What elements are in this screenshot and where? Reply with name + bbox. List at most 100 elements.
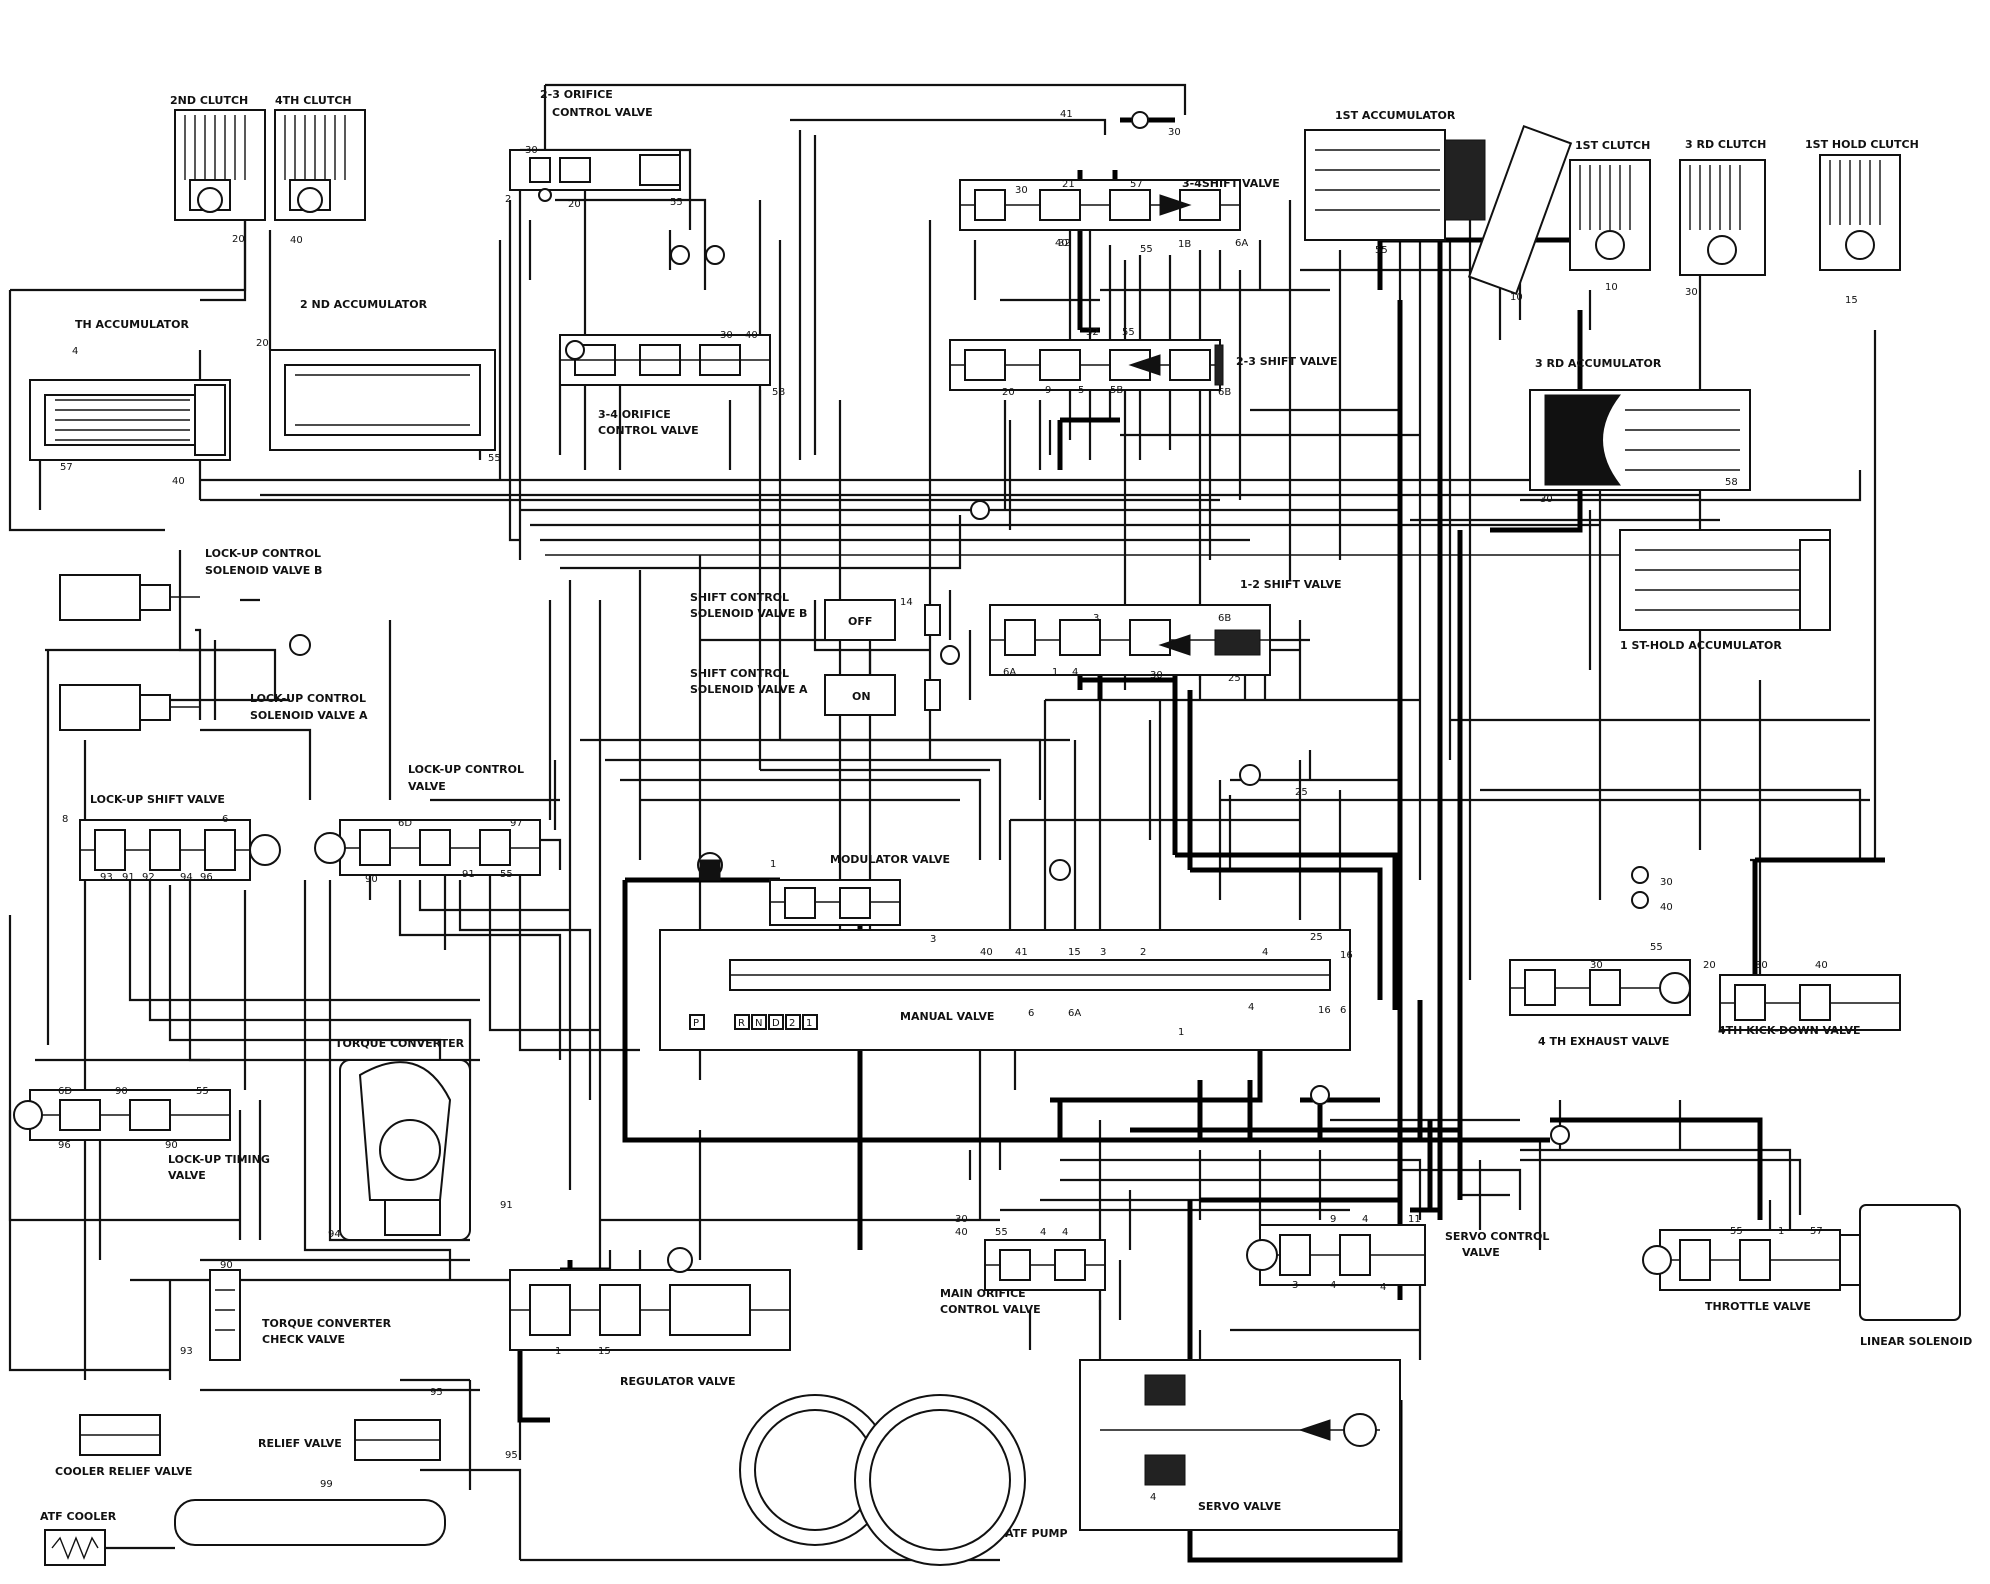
servo-control-valve bbox=[1246, 1224, 1426, 1286]
port-number: 5B bbox=[772, 387, 785, 398]
port-number: 40 bbox=[1055, 238, 1068, 249]
linear-solenoid bbox=[1839, 1204, 1961, 1321]
port-number: 30 bbox=[955, 1214, 968, 1225]
port-number: 40 bbox=[745, 330, 758, 341]
label-lockup-a: LOCK-UP CONTROL bbox=[250, 692, 366, 705]
port-number: 30 bbox=[720, 330, 733, 341]
port-number: 14 bbox=[900, 597, 913, 608]
orifice-34-control-valve bbox=[559, 334, 771, 386]
label-linear-solenoid: LINEAR SOLENOID bbox=[1860, 1335, 1972, 1348]
label-first-clutch: 1ST CLUTCH bbox=[1575, 139, 1650, 152]
port-number: 40 bbox=[290, 235, 303, 246]
label-atf-cooler: ATF COOLER bbox=[40, 1510, 117, 1523]
shift-solenoid-b bbox=[824, 599, 941, 641]
manual-pos-n: N bbox=[755, 1018, 762, 1029]
port-number: 20 bbox=[568, 199, 581, 210]
manual-pos-d: D bbox=[772, 1018, 780, 1029]
port-number: 32 bbox=[1086, 327, 1099, 338]
port-number: 3 bbox=[1292, 1280, 1298, 1291]
port-number: 93 bbox=[100, 872, 113, 883]
manual-pos-1: 1 bbox=[806, 1018, 812, 1029]
port-number: 20 bbox=[256, 338, 269, 349]
servo-valve bbox=[1079, 1359, 1401, 1531]
tc-check-valve bbox=[209, 1269, 241, 1361]
label-servo-control: SERVO CONTROL bbox=[1445, 1230, 1549, 1243]
label-orifice-34-b: CONTROL VALVE bbox=[598, 424, 699, 437]
port-number: 10 bbox=[1605, 282, 1618, 293]
port-number: 15 bbox=[598, 1346, 611, 1357]
fourth-kickdown-valve bbox=[1719, 974, 1901, 1031]
label-exhaust-4th: 4 TH EXHAUST VALVE bbox=[1538, 1035, 1669, 1048]
port-number: 6B bbox=[1218, 387, 1231, 398]
port-number: 55 bbox=[1140, 244, 1153, 255]
lockup-solenoid-a bbox=[59, 684, 200, 731]
port-number: 4 bbox=[1262, 947, 1268, 958]
shift-solenoid-a bbox=[824, 674, 941, 716]
label-tc-check-b: CHECK VALVE bbox=[262, 1333, 345, 1346]
port-number: 92 bbox=[142, 872, 155, 883]
port-number: 55 bbox=[196, 1086, 209, 1097]
second-clutch bbox=[174, 109, 266, 221]
port-number: 30 bbox=[1150, 670, 1163, 681]
port-number: 8 bbox=[62, 814, 68, 825]
port-number: 4 bbox=[1150, 1492, 1156, 1503]
port-number: 20 bbox=[1703, 960, 1716, 971]
label-orifice-23-b: CONTROL VALVE bbox=[552, 106, 653, 119]
port-number: 15 bbox=[1845, 295, 1858, 306]
port-number: 96 bbox=[200, 872, 213, 883]
port-number: 4 bbox=[1330, 1280, 1336, 1291]
port-number: 90 bbox=[165, 1140, 178, 1151]
second-accumulator bbox=[269, 349, 496, 451]
label-shift-23: 2-3 SHIFT VALVE bbox=[1236, 355, 1338, 368]
port-number: 55 bbox=[488, 453, 501, 464]
label-tc-check: TORQUE CONVERTER bbox=[262, 1317, 392, 1330]
component-labels: 2ND CLUTCH 4TH CLUTCH TH ACCUMULATOR 2 N… bbox=[40, 88, 1972, 1540]
port-number: 1 bbox=[770, 859, 776, 870]
port-number: 4 bbox=[1380, 1282, 1386, 1293]
port-number: 55 bbox=[1650, 942, 1663, 953]
port-number: 32 bbox=[1058, 238, 1071, 249]
atf-pump bbox=[739, 1394, 1026, 1566]
atf-cooler bbox=[44, 1499, 446, 1566]
port-number: 1 bbox=[1178, 1027, 1184, 1038]
orifice-23-control-valve bbox=[509, 149, 681, 202]
port-number: 30 bbox=[1660, 877, 1673, 888]
label-first-hold-clutch: 1ST HOLD CLUTCH bbox=[1805, 138, 1919, 151]
label-atf-pump: ATF PUMP bbox=[1005, 1527, 1068, 1540]
port-number: 41 bbox=[1060, 109, 1073, 120]
port-number: 6A bbox=[1003, 667, 1016, 678]
label-lockup-b2: SOLENOID VALVE B bbox=[205, 564, 322, 577]
port-number: 90 bbox=[220, 1260, 233, 1271]
label-second-clutch: 2ND CLUTCH bbox=[170, 94, 248, 107]
manual-pos-p: P bbox=[693, 1018, 699, 1029]
port-number: 6D bbox=[58, 1086, 72, 1097]
third-accumulator bbox=[1529, 389, 1751, 491]
label-lockup-timing-b: VALVE bbox=[168, 1169, 206, 1182]
port-number: 55 bbox=[670, 197, 683, 208]
manual-pos-2: 2 bbox=[789, 1018, 795, 1029]
port-numbers: 20 40 20 4 57 40 55 30 2 20 55 30 21 57 … bbox=[58, 109, 1858, 1503]
port-number: 30 bbox=[1685, 287, 1698, 298]
label-lockup-control-b: VALVE bbox=[408, 780, 446, 793]
port-number: 3 bbox=[1100, 947, 1106, 958]
port-number: 40 bbox=[1815, 960, 1828, 971]
label-orifice-23: 2-3 ORIFICE bbox=[540, 88, 613, 101]
port-number: 57 bbox=[60, 462, 73, 473]
label-shift-sol-a2: SOLENOID VALVE A bbox=[690, 683, 808, 696]
label-main-orifice-b: CONTROL VALVE bbox=[940, 1303, 1041, 1316]
lockup-control-valve bbox=[314, 819, 541, 876]
first-hold-accumulator bbox=[1619, 529, 1831, 631]
fourth-exhaust-valve bbox=[1509, 959, 1691, 1016]
label-main-orifice: MAIN ORIFICE bbox=[940, 1287, 1026, 1300]
label-kickdown-4th: 4TH KICK-DOWN VALVE bbox=[1718, 1024, 1860, 1037]
port-number: 57 bbox=[1130, 179, 1143, 190]
shift-12-valve bbox=[989, 604, 1271, 676]
port-number: 30 bbox=[525, 145, 538, 156]
label-shift-12: 1-2 SHIFT VALVE bbox=[1240, 578, 1342, 591]
port-number: 55 bbox=[995, 1227, 1008, 1238]
port-number: 57 bbox=[1810, 1226, 1823, 1237]
port-number: 20 bbox=[232, 234, 245, 245]
label-shift-34: 3-4SHIFT VALVE bbox=[1182, 177, 1280, 190]
port-number: 96 bbox=[58, 1140, 71, 1151]
throttle-valve bbox=[1642, 1229, 1841, 1291]
